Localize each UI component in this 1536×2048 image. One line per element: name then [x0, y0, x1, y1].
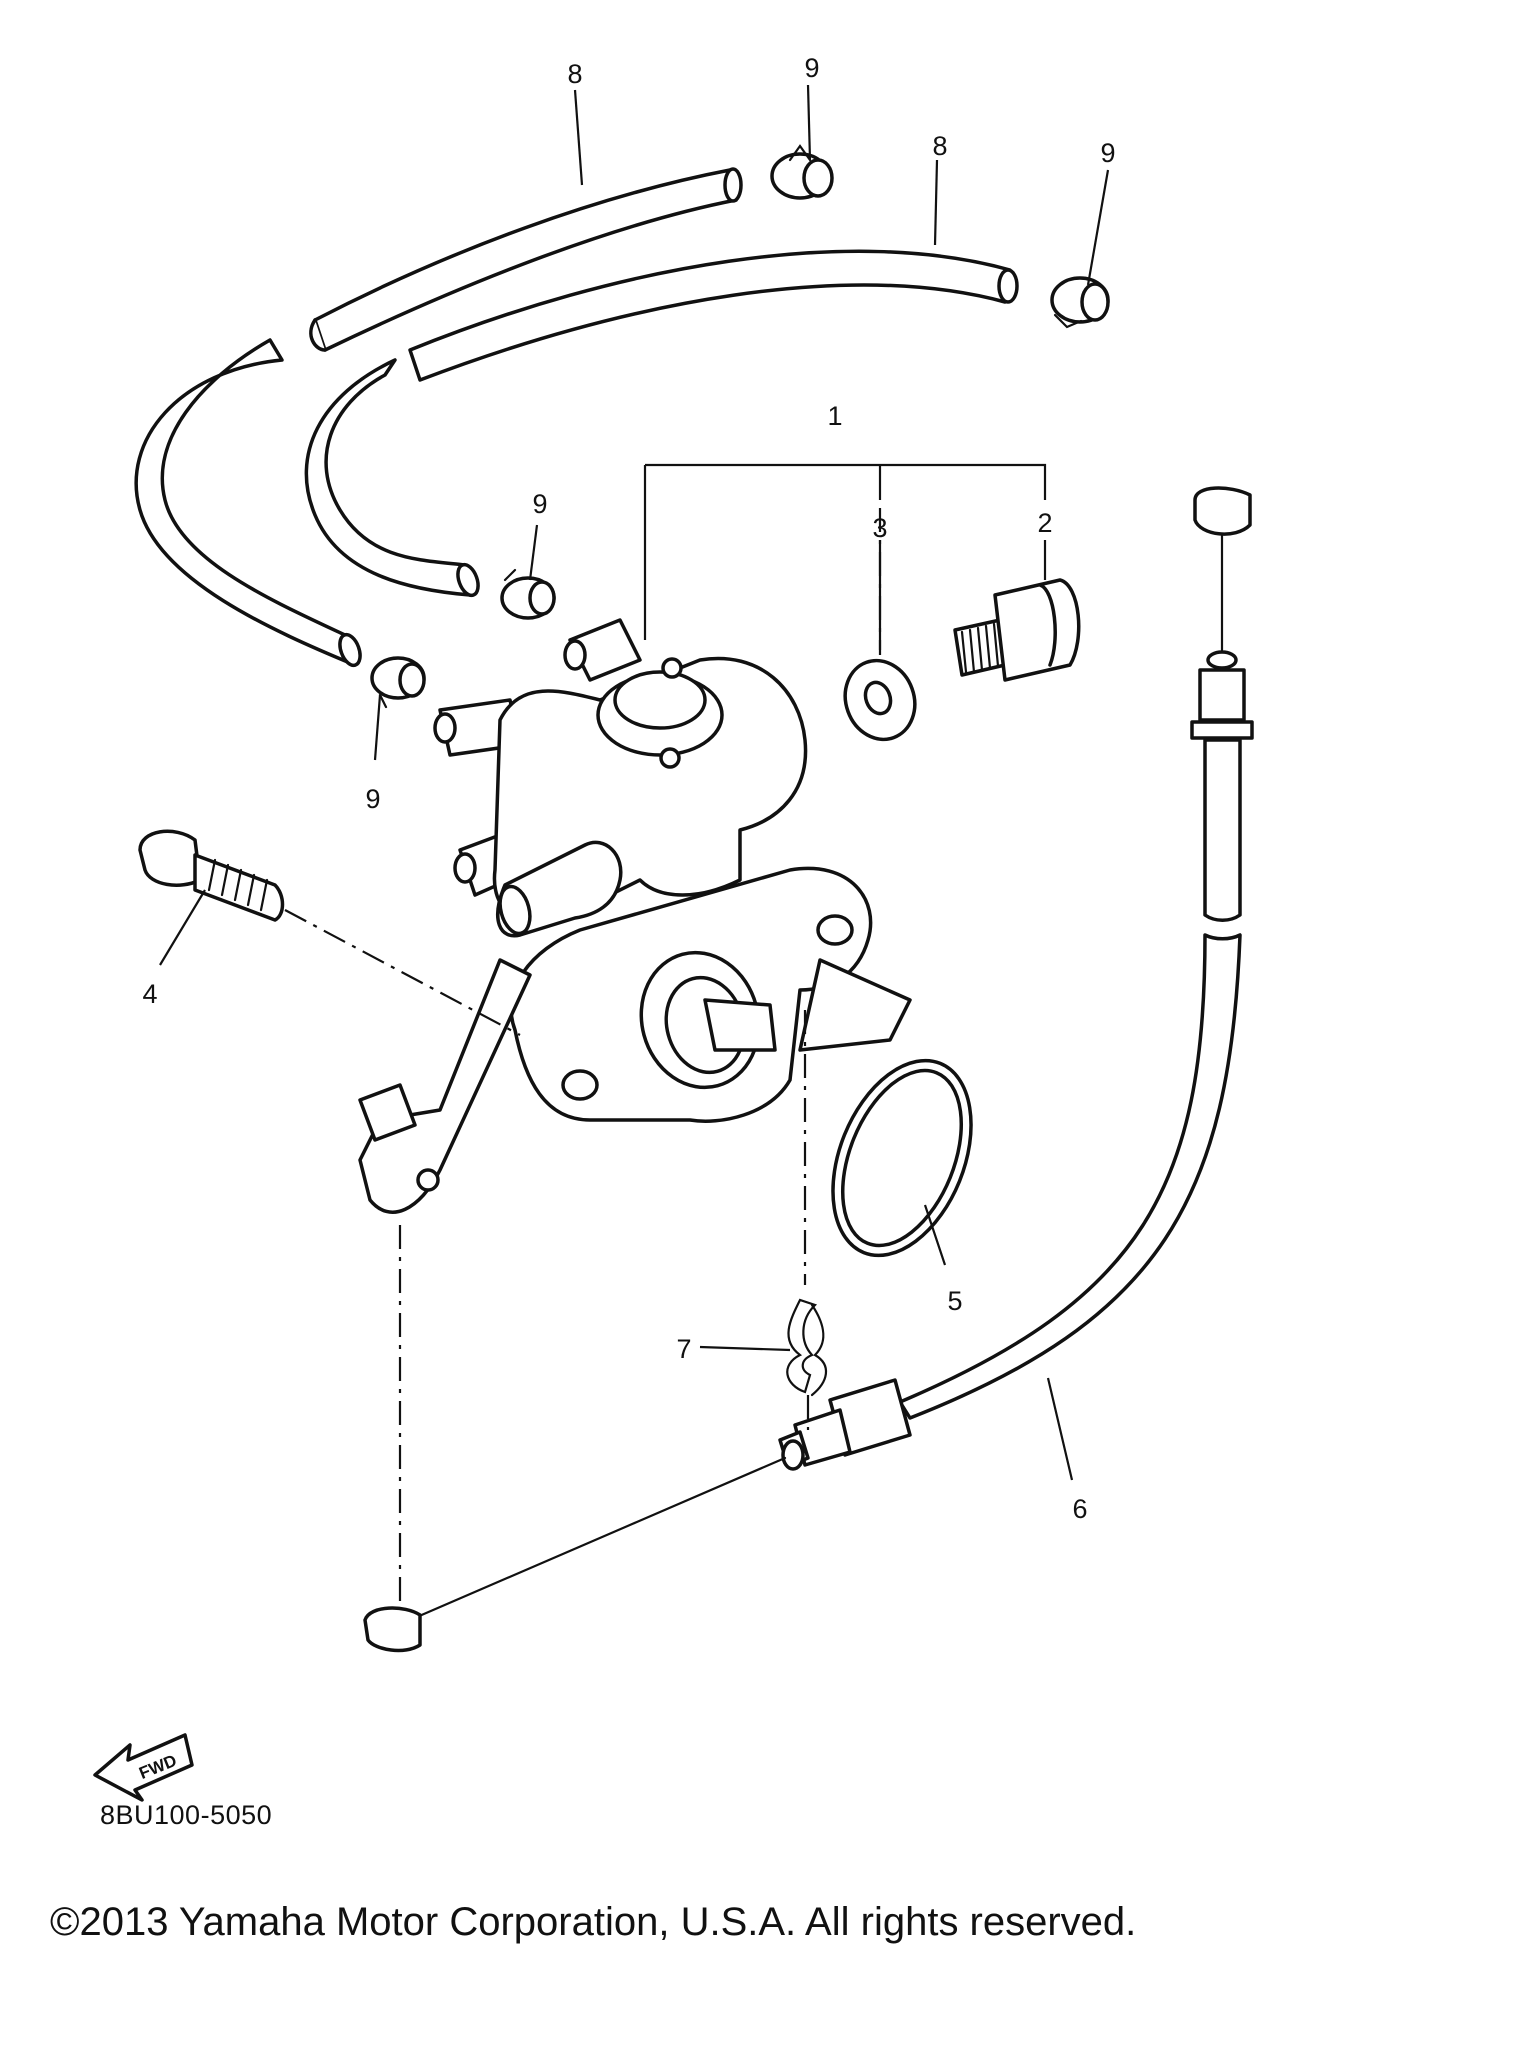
callout-7: 7 — [676, 1334, 691, 1364]
callout-labels: 1 2 3 4 5 6 7 8 8 9 9 9 9 — [142, 53, 1115, 1524]
diagram-code: 8BU100-5050 — [100, 1800, 273, 1830]
hose-8-lower — [304, 249, 1019, 598]
clip-9-top-left — [770, 144, 834, 200]
callout-6: 6 — [1072, 1494, 1087, 1524]
callout-8-lower: 8 — [932, 131, 947, 161]
cable-6 — [363, 486, 1254, 1653]
callout-4: 4 — [142, 979, 157, 1009]
hose-8-upper — [134, 167, 743, 668]
clip-9-top-right — [1050, 276, 1110, 329]
leader-lines — [159, 84, 1110, 1481]
bolt-4 — [138, 829, 285, 922]
o-ring-5 — [831, 1058, 973, 1258]
alignment-lines — [284, 508, 882, 1610]
callout-8-upper: 8 — [567, 59, 582, 89]
callout-9-top-right: 9 — [1100, 138, 1115, 168]
callout-1: 1 — [827, 401, 842, 431]
copyright-notice: ©2013 Yamaha Motor Corporation, U.S.A. A… — [50, 1900, 1137, 1944]
callout-9-top-left: 9 — [804, 53, 819, 83]
clip-7 — [786, 1298, 827, 1397]
bolt-2 — [953, 578, 1081, 682]
clip-9-middle — [500, 568, 556, 620]
oil-pump-assembly — [358, 618, 912, 1214]
callout-9-middle: 9 — [532, 489, 547, 519]
callout-3: 3 — [872, 513, 887, 543]
clip-9-lower — [370, 656, 426, 709]
callout-2: 2 — [1037, 508, 1052, 538]
callout-9-lower: 9 — [365, 784, 380, 814]
washer-3 — [843, 658, 917, 742]
fwd-arrow-icon: FWD — [93, 1733, 194, 1802]
callout-5: 5 — [947, 1286, 962, 1316]
